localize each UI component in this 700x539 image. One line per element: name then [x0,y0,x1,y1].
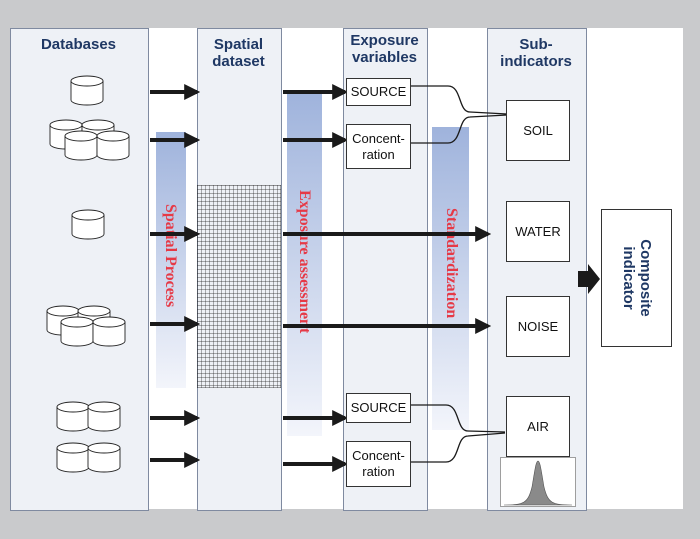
databases-header: Databases [40,36,117,53]
database-icon [60,316,94,347]
exposure-assessment-label: Exposure assessment [296,190,313,334]
connector-bottom-concentration [410,432,506,463]
spatial-process-label: Spatial Process [162,204,179,308]
composite-indicator-label: Composite indicator [619,239,654,317]
database-icon [64,130,98,161]
connector-top-source [410,85,508,115]
database-icon [92,316,126,347]
database-icon [56,401,90,432]
exposure-variables-header: Exposure variables [350,32,419,66]
database-icon [87,401,121,432]
source-box-top: SOURCE [346,78,411,106]
sub-indicators-header: Sub- indicators [500,36,572,70]
exposure-variables-column [343,28,428,511]
database-icon [71,209,105,240]
standardization-band [432,127,469,430]
grid-raster-icon [197,185,281,388]
water-box: WATER [506,201,570,262]
database-icon [87,442,121,473]
database-icon [56,442,90,473]
air-box: AIR [506,396,570,457]
composite-indicator-box: Composite indicator [601,209,672,347]
noise-box: NOISE [506,296,570,357]
soil-box: SOIL [506,100,570,161]
connector-bottom-source [410,404,506,433]
database-icon [96,130,130,161]
spatial-process-band [156,132,186,388]
spatial-dataset-header: Spatial dataset [212,36,265,70]
concentration-box-top: Concent- ration [346,124,411,169]
bell-curve-icon [500,457,576,507]
arrow-to-composite [578,264,600,294]
database-icons [46,75,130,473]
concentration-box-bottom: Concent- ration [346,441,411,487]
database-icon [70,75,104,106]
connector-top-concentration [410,114,508,144]
source-box-bottom: SOURCE [346,393,411,423]
exposure-assessment-band [287,92,322,436]
